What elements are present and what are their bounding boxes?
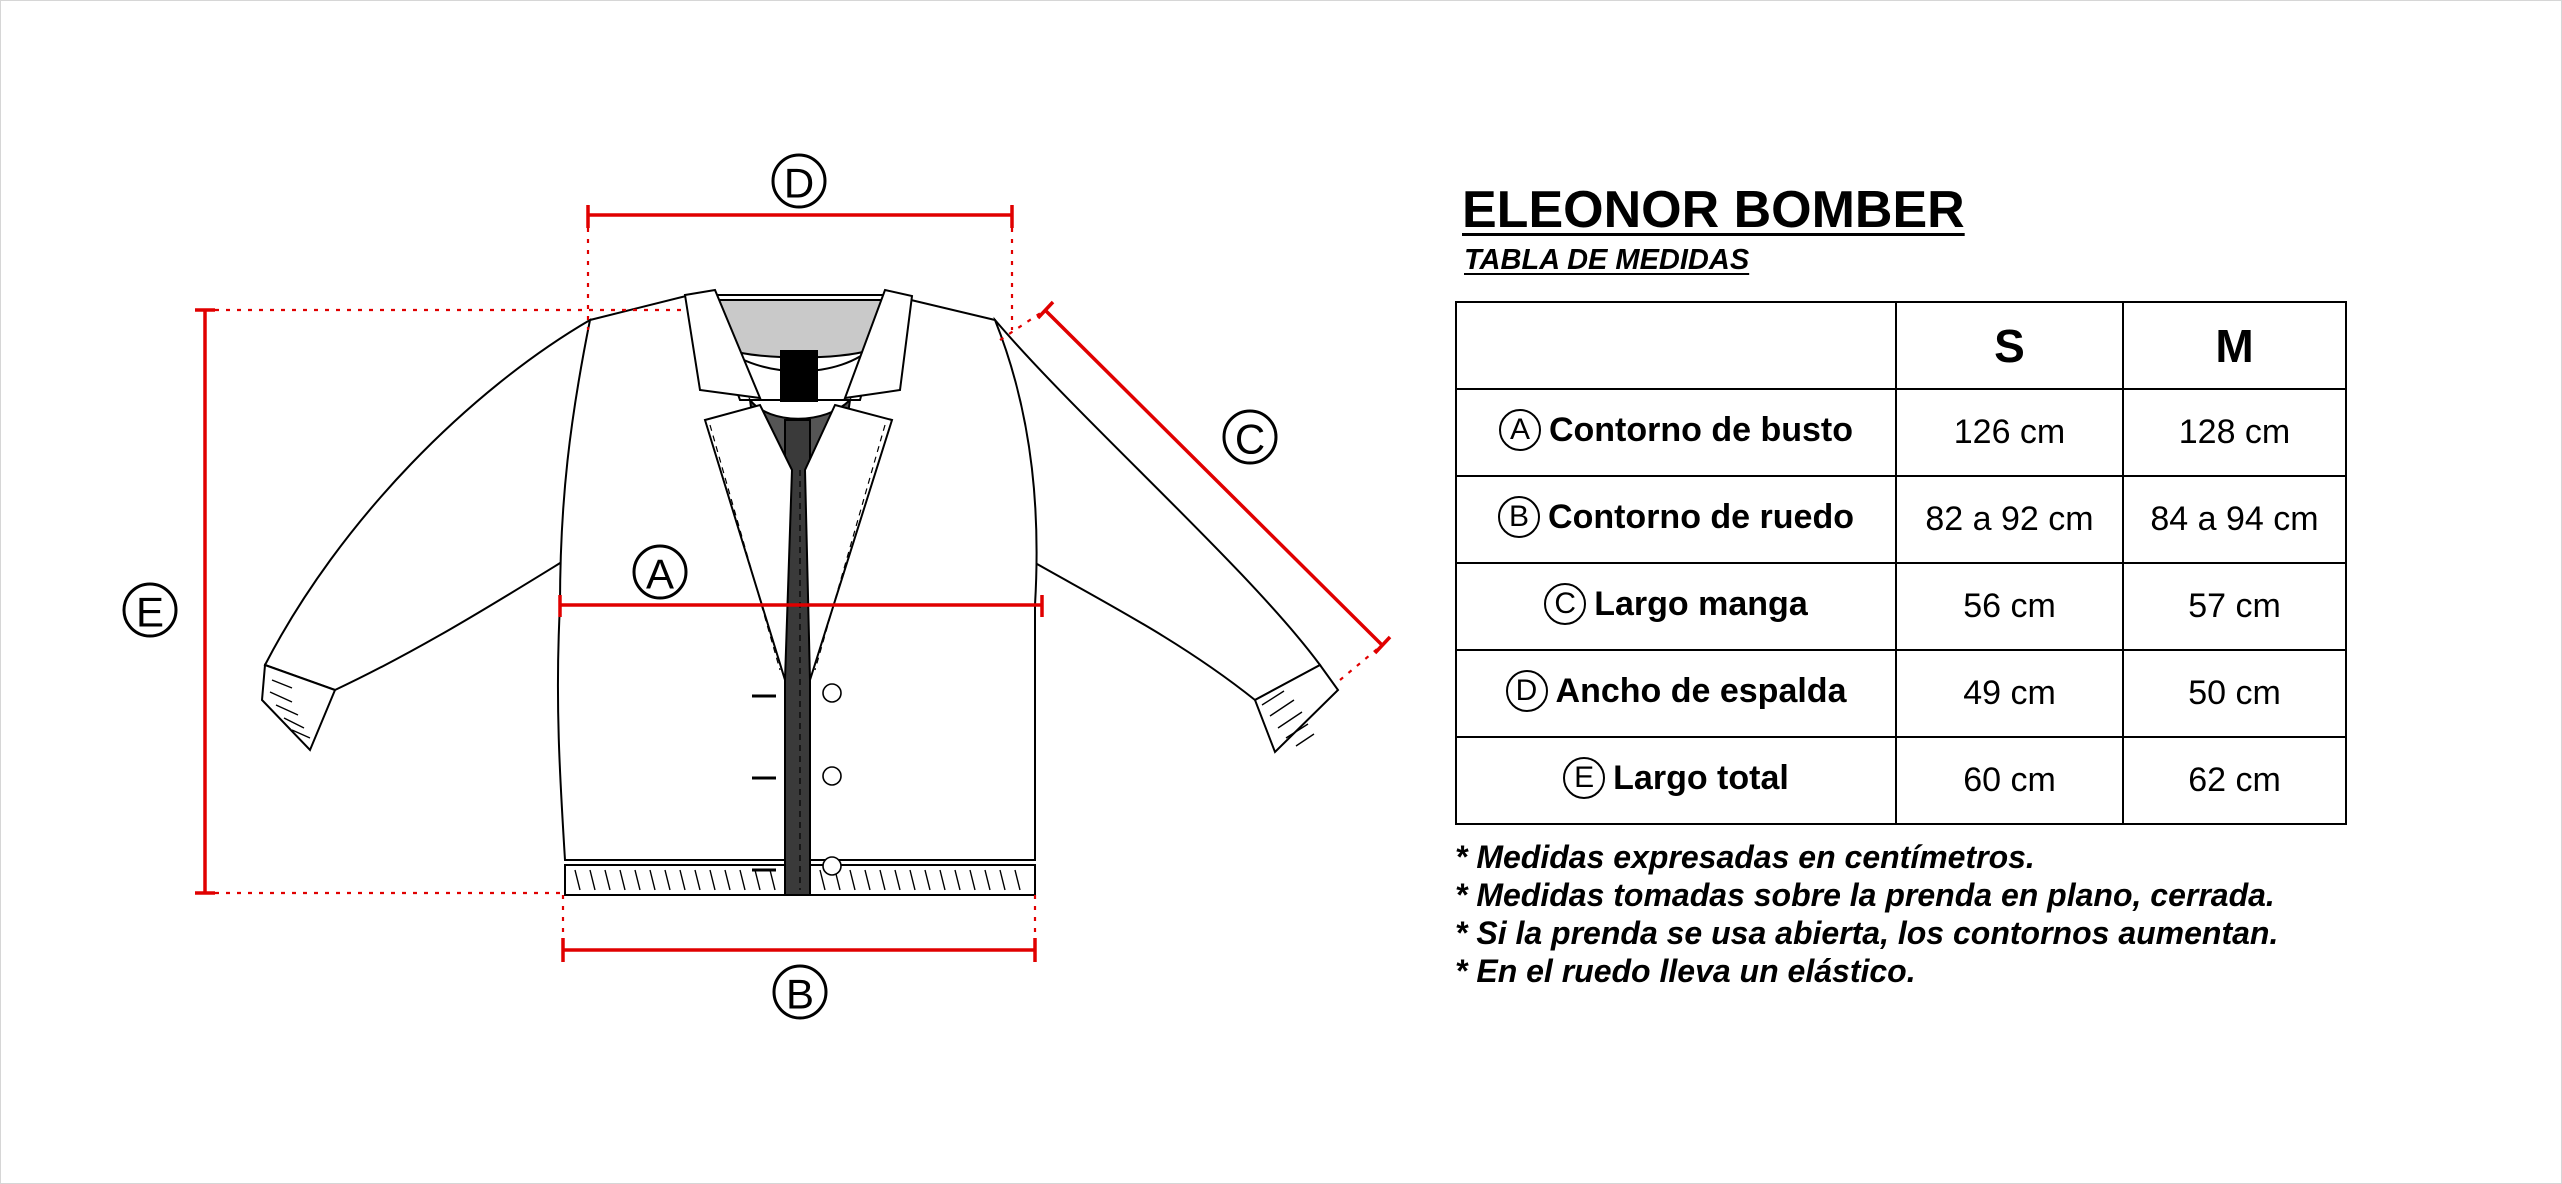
value-m: 57 cm bbox=[2122, 562, 2347, 651]
neck-label bbox=[780, 350, 818, 402]
value-s: 60 cm bbox=[1895, 736, 2124, 825]
svg-text:D: D bbox=[784, 160, 814, 207]
note-line: * Si la prenda se usa abierta, los conto… bbox=[1455, 915, 2279, 951]
row-label: Ancho de espalda bbox=[1555, 672, 1847, 711]
button-3 bbox=[822, 856, 842, 876]
size-header-row: S M bbox=[1455, 301, 2347, 390]
value-m: 50 cm bbox=[2122, 649, 2347, 738]
row-label: Contorno de ruedo bbox=[1548, 498, 1854, 537]
row-label: Largo total bbox=[1613, 759, 1789, 798]
jacket-diagram: D C A B E bbox=[122, 153, 1392, 1020]
svg-text:A: A bbox=[646, 551, 674, 598]
row-marker: D bbox=[1505, 669, 1548, 712]
button-1 bbox=[822, 683, 842, 703]
value-m: 62 cm bbox=[2122, 736, 2347, 825]
left-collar-point bbox=[683, 288, 762, 400]
left-sleeve bbox=[263, 318, 592, 692]
header-empty-cell bbox=[1455, 301, 1897, 390]
row-marker: B bbox=[1498, 495, 1541, 538]
note-line: * Medidas tomadas sobre la prenda en pla… bbox=[1455, 877, 2275, 913]
left-lapel bbox=[703, 403, 794, 681]
right-cuff bbox=[1253, 663, 1340, 754]
value-s: 56 cm bbox=[1895, 562, 2124, 651]
right-lapel bbox=[803, 403, 894, 681]
row-label: Contorno de busto bbox=[1548, 411, 1854, 450]
row-label: Largo manga bbox=[1594, 585, 1808, 624]
size-header-m: M bbox=[2122, 301, 2347, 390]
value-m: 84 a 94 cm bbox=[2122, 475, 2347, 564]
table-subtitle: TABLA DE MEDIDAS bbox=[1464, 244, 1750, 276]
size-header-s: S bbox=[1895, 301, 2124, 390]
marker-e: E bbox=[122, 582, 178, 638]
notes: * Medidas expresadas en centímetros. * M… bbox=[1455, 838, 2278, 990]
marker-c: C bbox=[1222, 409, 1278, 465]
measure-line-c bbox=[1043, 308, 1384, 647]
note-line: * Medidas expresadas en centímetros. bbox=[1455, 839, 2035, 875]
waistband-left bbox=[564, 864, 791, 896]
row-marker: A bbox=[1498, 408, 1541, 451]
marker-d: D bbox=[771, 153, 827, 209]
button-2 bbox=[822, 766, 842, 786]
value-s: 82 a 92 cm bbox=[1895, 475, 2124, 564]
row-marker: E bbox=[1563, 756, 1606, 799]
product-title: ELEONOR BOMBER bbox=[1462, 181, 1965, 239]
right-sleeve bbox=[993, 316, 1322, 702]
note-line: * En el ruedo lleva un elástico. bbox=[1455, 953, 1916, 989]
row-marker: C bbox=[1544, 582, 1587, 625]
svg-text:E: E bbox=[136, 589, 164, 636]
value-s: 126 cm bbox=[1895, 388, 2124, 477]
waistband-right bbox=[809, 864, 1036, 896]
value-m: 128 cm bbox=[2122, 388, 2347, 477]
value-s: 49 cm bbox=[1895, 649, 2124, 738]
marker-b: B bbox=[772, 964, 828, 1020]
right-collar-point bbox=[843, 288, 914, 400]
svg-text:B: B bbox=[786, 971, 814, 1018]
marker-a: A bbox=[632, 544, 688, 600]
svg-text:C: C bbox=[1235, 416, 1265, 463]
left-cuff bbox=[260, 663, 337, 752]
